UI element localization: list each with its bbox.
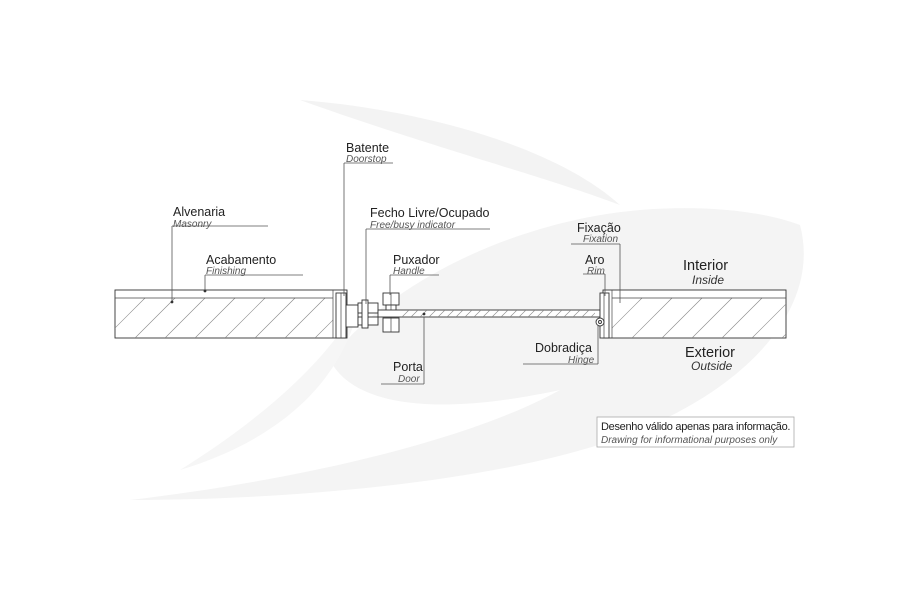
label-dobradica: Dobradiça bbox=[535, 341, 592, 355]
label-masonry: Masonry bbox=[173, 219, 212, 230]
label-finishing: Finishing bbox=[206, 266, 246, 277]
label-doorstop: Doorstop bbox=[346, 154, 387, 165]
label-batente: Batente bbox=[346, 141, 389, 155]
label-porta: Porta bbox=[393, 360, 423, 374]
hinge bbox=[595, 317, 605, 327]
doorstop bbox=[335, 292, 359, 339]
label-fixacao: Fixação bbox=[577, 221, 621, 235]
label-outside: Outside bbox=[691, 359, 733, 373]
label-puxador: Puxador bbox=[393, 253, 440, 267]
label-inside: Inside bbox=[692, 273, 724, 287]
label-handle: Handle bbox=[393, 266, 425, 277]
label-interior: Interior bbox=[683, 258, 728, 274]
leader-lines bbox=[170, 162, 621, 385]
label-alvenaria: Alvenaria bbox=[173, 205, 225, 219]
label-fixation: Fixation bbox=[583, 234, 618, 245]
disclaimer-en: Drawing for informational purposes only bbox=[601, 435, 778, 446]
label-door: Door bbox=[398, 374, 420, 385]
door-leaf bbox=[377, 309, 601, 318]
rim-frame bbox=[599, 292, 610, 339]
disclaimer-pt: Desenho válido apenas para informação. bbox=[601, 421, 790, 433]
label-hinge: Hinge bbox=[568, 355, 595, 366]
label-exterior: Exterior bbox=[685, 345, 735, 361]
free-busy-indicator bbox=[357, 299, 379, 329]
label-free-busy: Free/busy indicator bbox=[370, 220, 456, 231]
label-acabamento: Acabamento bbox=[206, 253, 276, 267]
disclaimer-box: Desenho válido apenas para informação. D… bbox=[596, 416, 795, 448]
label-fecho: Fecho Livre/Ocupado bbox=[370, 206, 490, 220]
right-wall bbox=[602, 289, 787, 339]
label-rim: Rim bbox=[587, 266, 605, 277]
label-aro: Aro bbox=[585, 253, 605, 267]
